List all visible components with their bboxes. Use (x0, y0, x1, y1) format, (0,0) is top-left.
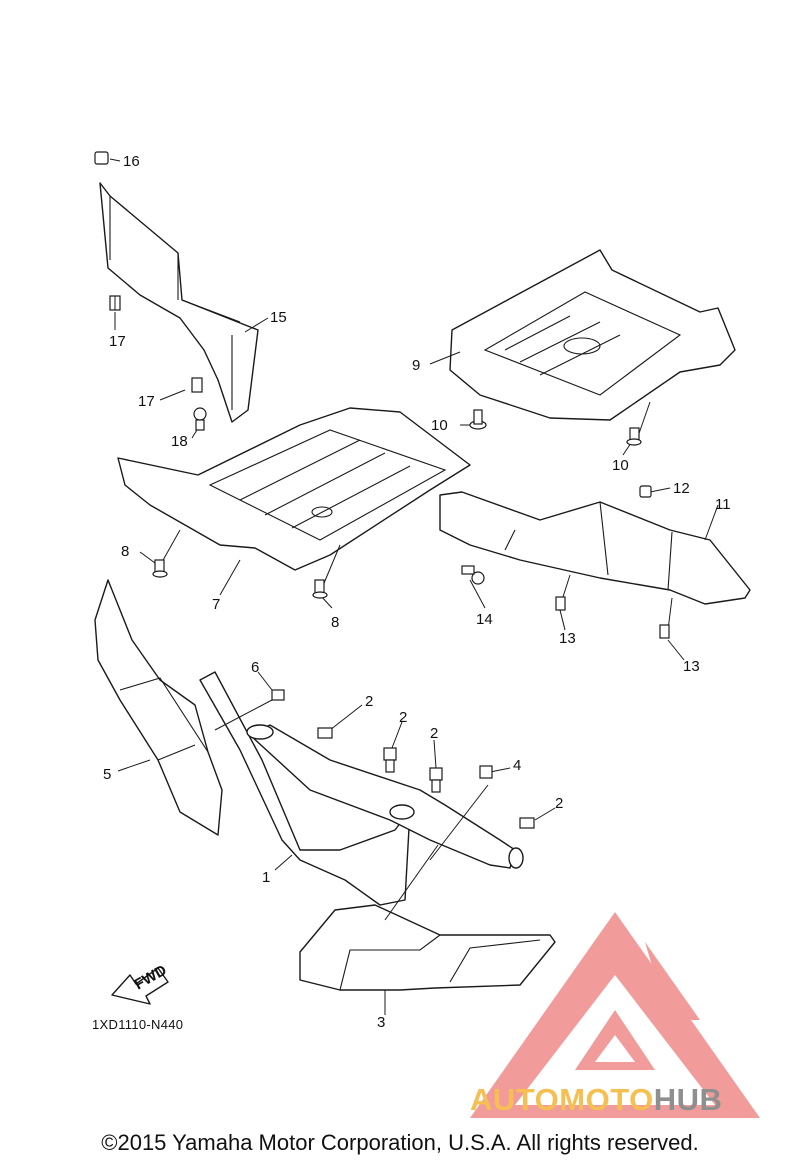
watermark-logo (470, 912, 760, 1118)
callout-13a: 13 (559, 630, 576, 647)
callout-2c: 2 (430, 725, 438, 742)
callout-8a: 8 (121, 543, 129, 560)
front-guard-part-5 (94, 579, 223, 836)
callout-7: 7 (212, 596, 220, 613)
callout-12: 12 (673, 480, 690, 497)
callout-1: 1 (262, 869, 270, 886)
skid-plate-part-7 (117, 407, 471, 571)
callout-14: 14 (476, 611, 493, 628)
callout-15: 15 (270, 309, 287, 326)
callout-8b: 8 (331, 614, 339, 631)
watermark-brand: AUTOMOTOHUB (470, 1082, 722, 1118)
callout-6: 6 (251, 659, 259, 676)
callout-16: 16 (123, 153, 140, 170)
bolt-icon-13b (659, 624, 670, 639)
callout-9: 9 (412, 357, 420, 374)
bolt-icon-17a (109, 295, 121, 311)
diagram-code: 1XD1110-N440 (92, 1017, 184, 1032)
lower-guard-part-3 (299, 904, 556, 991)
rivet-icon-14 (461, 565, 485, 585)
bolt-icon-2a (317, 727, 333, 739)
side-guard-part-11 (439, 491, 751, 605)
watermark-part-1: AUTO (470, 1082, 560, 1117)
bumper-frame-part-1 (199, 671, 524, 906)
callout-10a: 10 (431, 417, 448, 434)
skid-plate-part-9 (449, 249, 736, 421)
watermark-part-2: MOTO (559, 1082, 654, 1117)
bolt-icon-8a (152, 559, 168, 578)
callout-labels: 16 15 17 17 18 9 10 10 12 11 8 7 8 14 13… (103, 153, 731, 1031)
bolt-icon-13a (555, 596, 566, 611)
bolt-icon-10a (469, 409, 487, 430)
bolt-icon-8b (312, 579, 328, 599)
bolt-icon-6 (271, 689, 285, 701)
callout-3: 3 (377, 1014, 385, 1031)
callout-2b: 2 (399, 709, 407, 726)
bolt-icon-4 (479, 765, 493, 779)
callout-4: 4 (513, 757, 521, 774)
callout-18: 18 (171, 433, 188, 450)
watermark-part-3: HUB (653, 1082, 723, 1117)
bolt-icon-2c (429, 767, 443, 793)
bolt-icon-2b (383, 747, 397, 773)
clip-icon-16 (94, 151, 109, 165)
callout-17a: 17 (109, 333, 126, 350)
clip-icon-12 (639, 485, 652, 498)
bolt-icon-10b (626, 427, 642, 446)
side-guard-part-15 (99, 182, 259, 423)
fasteners (94, 151, 670, 829)
rivet-icon-18 (193, 407, 207, 431)
callout-2d: 2 (555, 795, 563, 812)
forward-arrow-icon: FWD (111, 962, 170, 1005)
bolt-icon-2d (519, 817, 535, 829)
callout-2a: 2 (365, 693, 373, 710)
copyright-notice: ©2015 Yamaha Motor Corporation, U.S.A. A… (101, 1130, 699, 1155)
bolt-icon-17b (191, 377, 203, 393)
callout-13b: 13 (683, 658, 700, 675)
callout-5: 5 (103, 766, 111, 783)
callout-10b: 10 (612, 457, 629, 474)
callout-11: 11 (715, 496, 731, 513)
callout-17b: 17 (138, 393, 155, 410)
